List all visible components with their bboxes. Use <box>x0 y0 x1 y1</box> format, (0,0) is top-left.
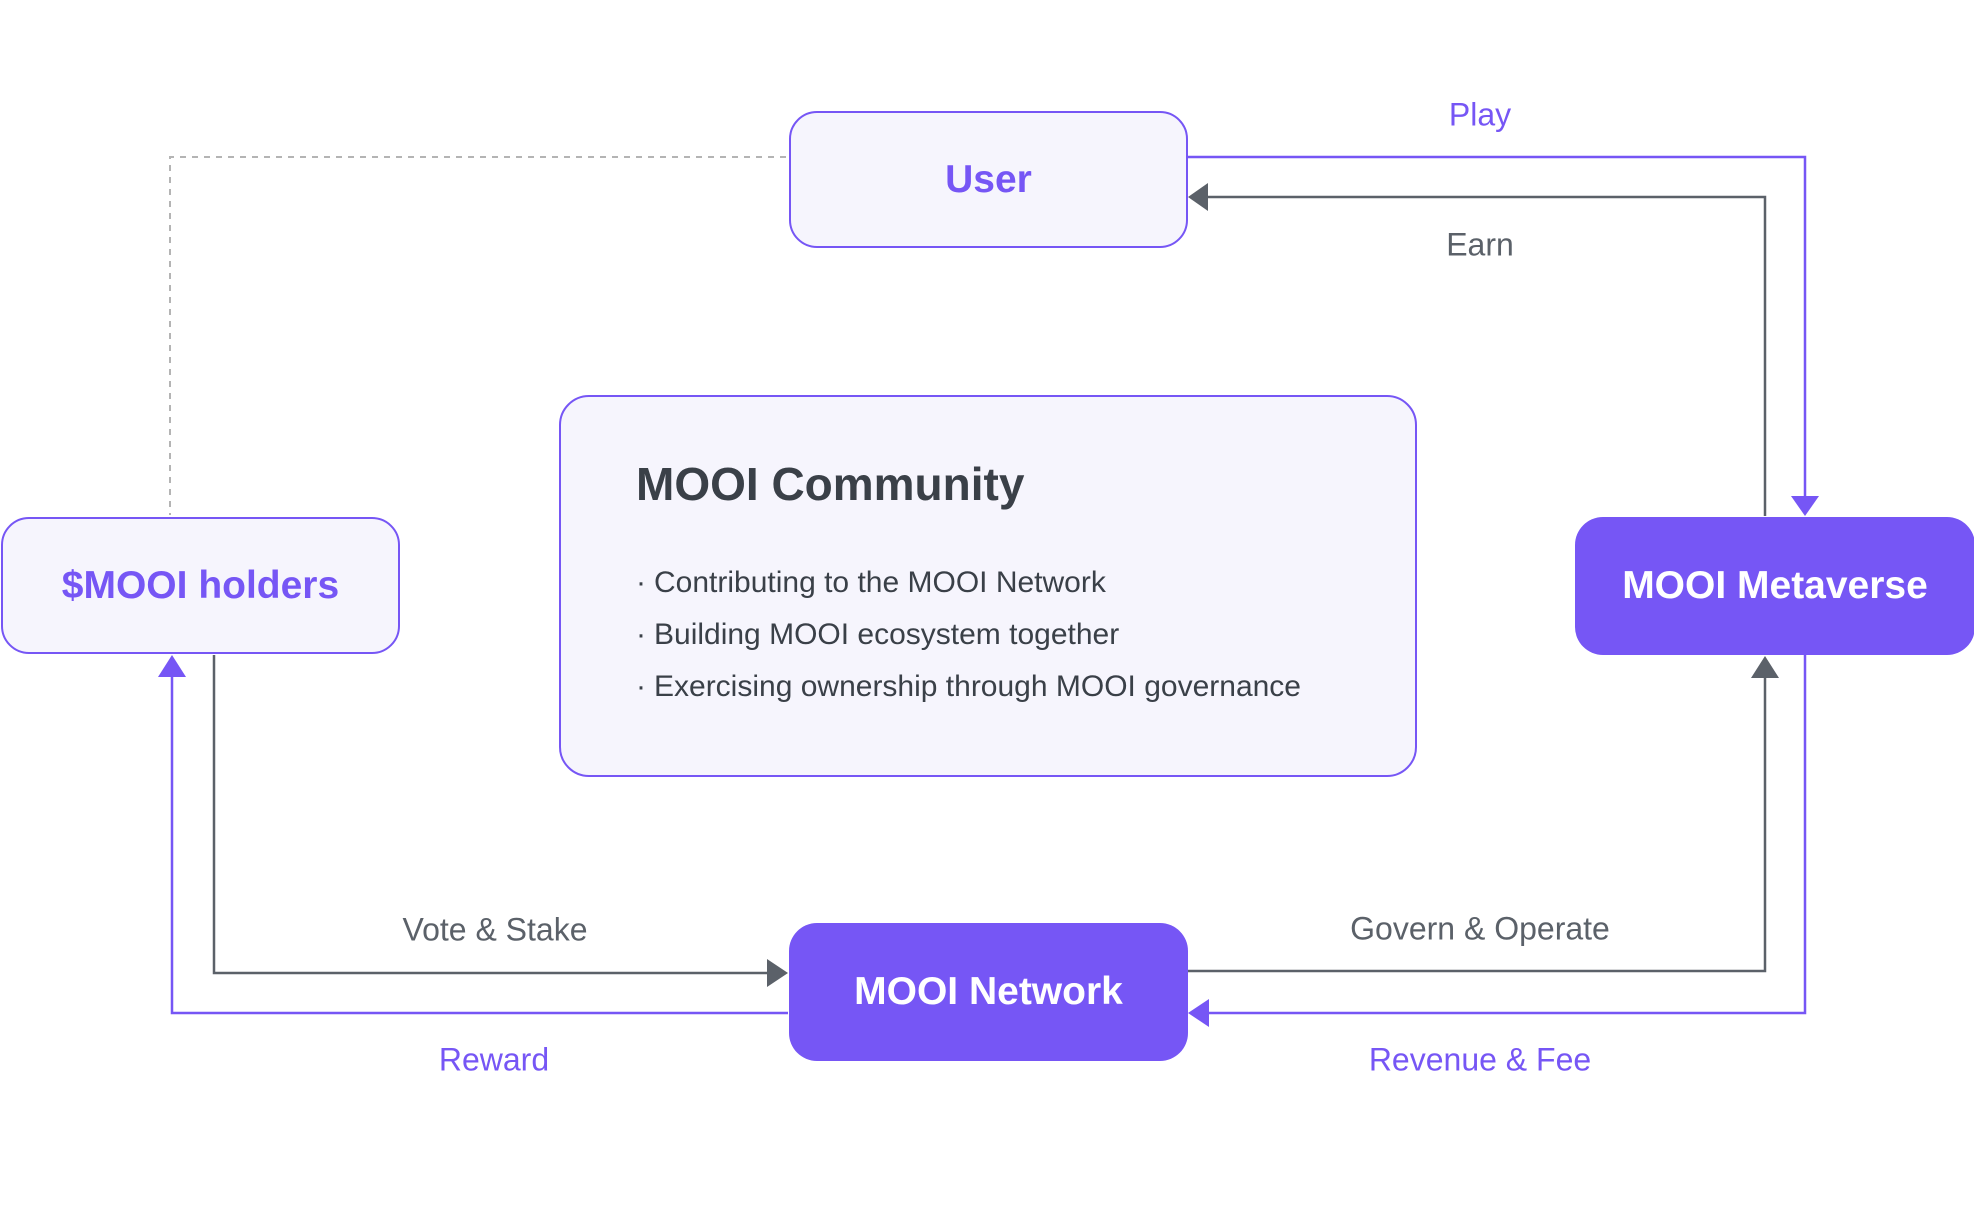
community-bullet-list: ·Contributing to the MOOI Network ·Build… <box>636 557 1415 713</box>
community-bullet-text: Building MOOI ecosystem together <box>654 618 1120 651</box>
user-node: User <box>789 111 1188 248</box>
revenue-fee-label: Revenue & Fee <box>1368 1041 1592 1078</box>
play-arrowhead <box>1791 496 1819 516</box>
community-bullet-text: Contributing to the MOOI Network <box>654 566 1106 599</box>
reward-label: Reward <box>438 1041 550 1078</box>
earn-label: Earn <box>1446 226 1514 263</box>
reward-arrowhead <box>158 655 186 677</box>
govern-operate-label: Govern & Operate <box>1350 910 1610 947</box>
mooi-metaverse-node-label: MOOI Metaverse <box>1622 564 1928 607</box>
revenue-fee-arrowhead <box>1188 999 1209 1027</box>
mooi-metaverse-node: MOOI Metaverse <box>1575 517 1974 655</box>
govern-operate-arrowhead <box>1751 656 1779 678</box>
play-label: Play <box>1448 96 1512 133</box>
mooi-community-panel: MOOI Community ·Contributing to the MOOI… <box>559 395 1417 777</box>
bullet-glyph: · <box>636 618 646 651</box>
govern-operate-connector <box>1188 676 1767 973</box>
earn-arrowhead <box>1188 183 1208 211</box>
vote-stake-label: Vote & Stake <box>402 911 588 948</box>
bullet-glyph: · <box>636 566 646 599</box>
community-bullet-item: ·Building MOOI ecosystem together <box>636 609 1415 661</box>
user-node-label: User <box>945 157 1032 201</box>
mooi-holders-node: $MOOI holders <box>1 517 400 654</box>
mooi-holders-node-label: $MOOI holders <box>61 563 340 607</box>
community-bullet-text: Exercising ownership through MOOI govern… <box>654 670 1301 703</box>
community-bullet-item: ·Contributing to the MOOI Network <box>636 557 1415 609</box>
play-connector <box>1188 155 1807 496</box>
community-bullet-item: ·Exercising ownership through MOOI gover… <box>636 661 1415 713</box>
mooi-network-node: MOOI Network <box>789 923 1188 1061</box>
earn-connector <box>1206 195 1767 516</box>
revenue-fee-connector <box>1208 655 1807 1015</box>
bullet-glyph: · <box>636 670 646 703</box>
mooi-network-node-label: MOOI Network <box>854 970 1123 1013</box>
user-holders-dashed-connector <box>169 156 786 515</box>
community-title: MOOI Community <box>636 458 1025 510</box>
reward-connector <box>170 675 788 1015</box>
vote-stake-connector <box>212 655 768 975</box>
vote-stake-arrowhead <box>767 959 788 987</box>
